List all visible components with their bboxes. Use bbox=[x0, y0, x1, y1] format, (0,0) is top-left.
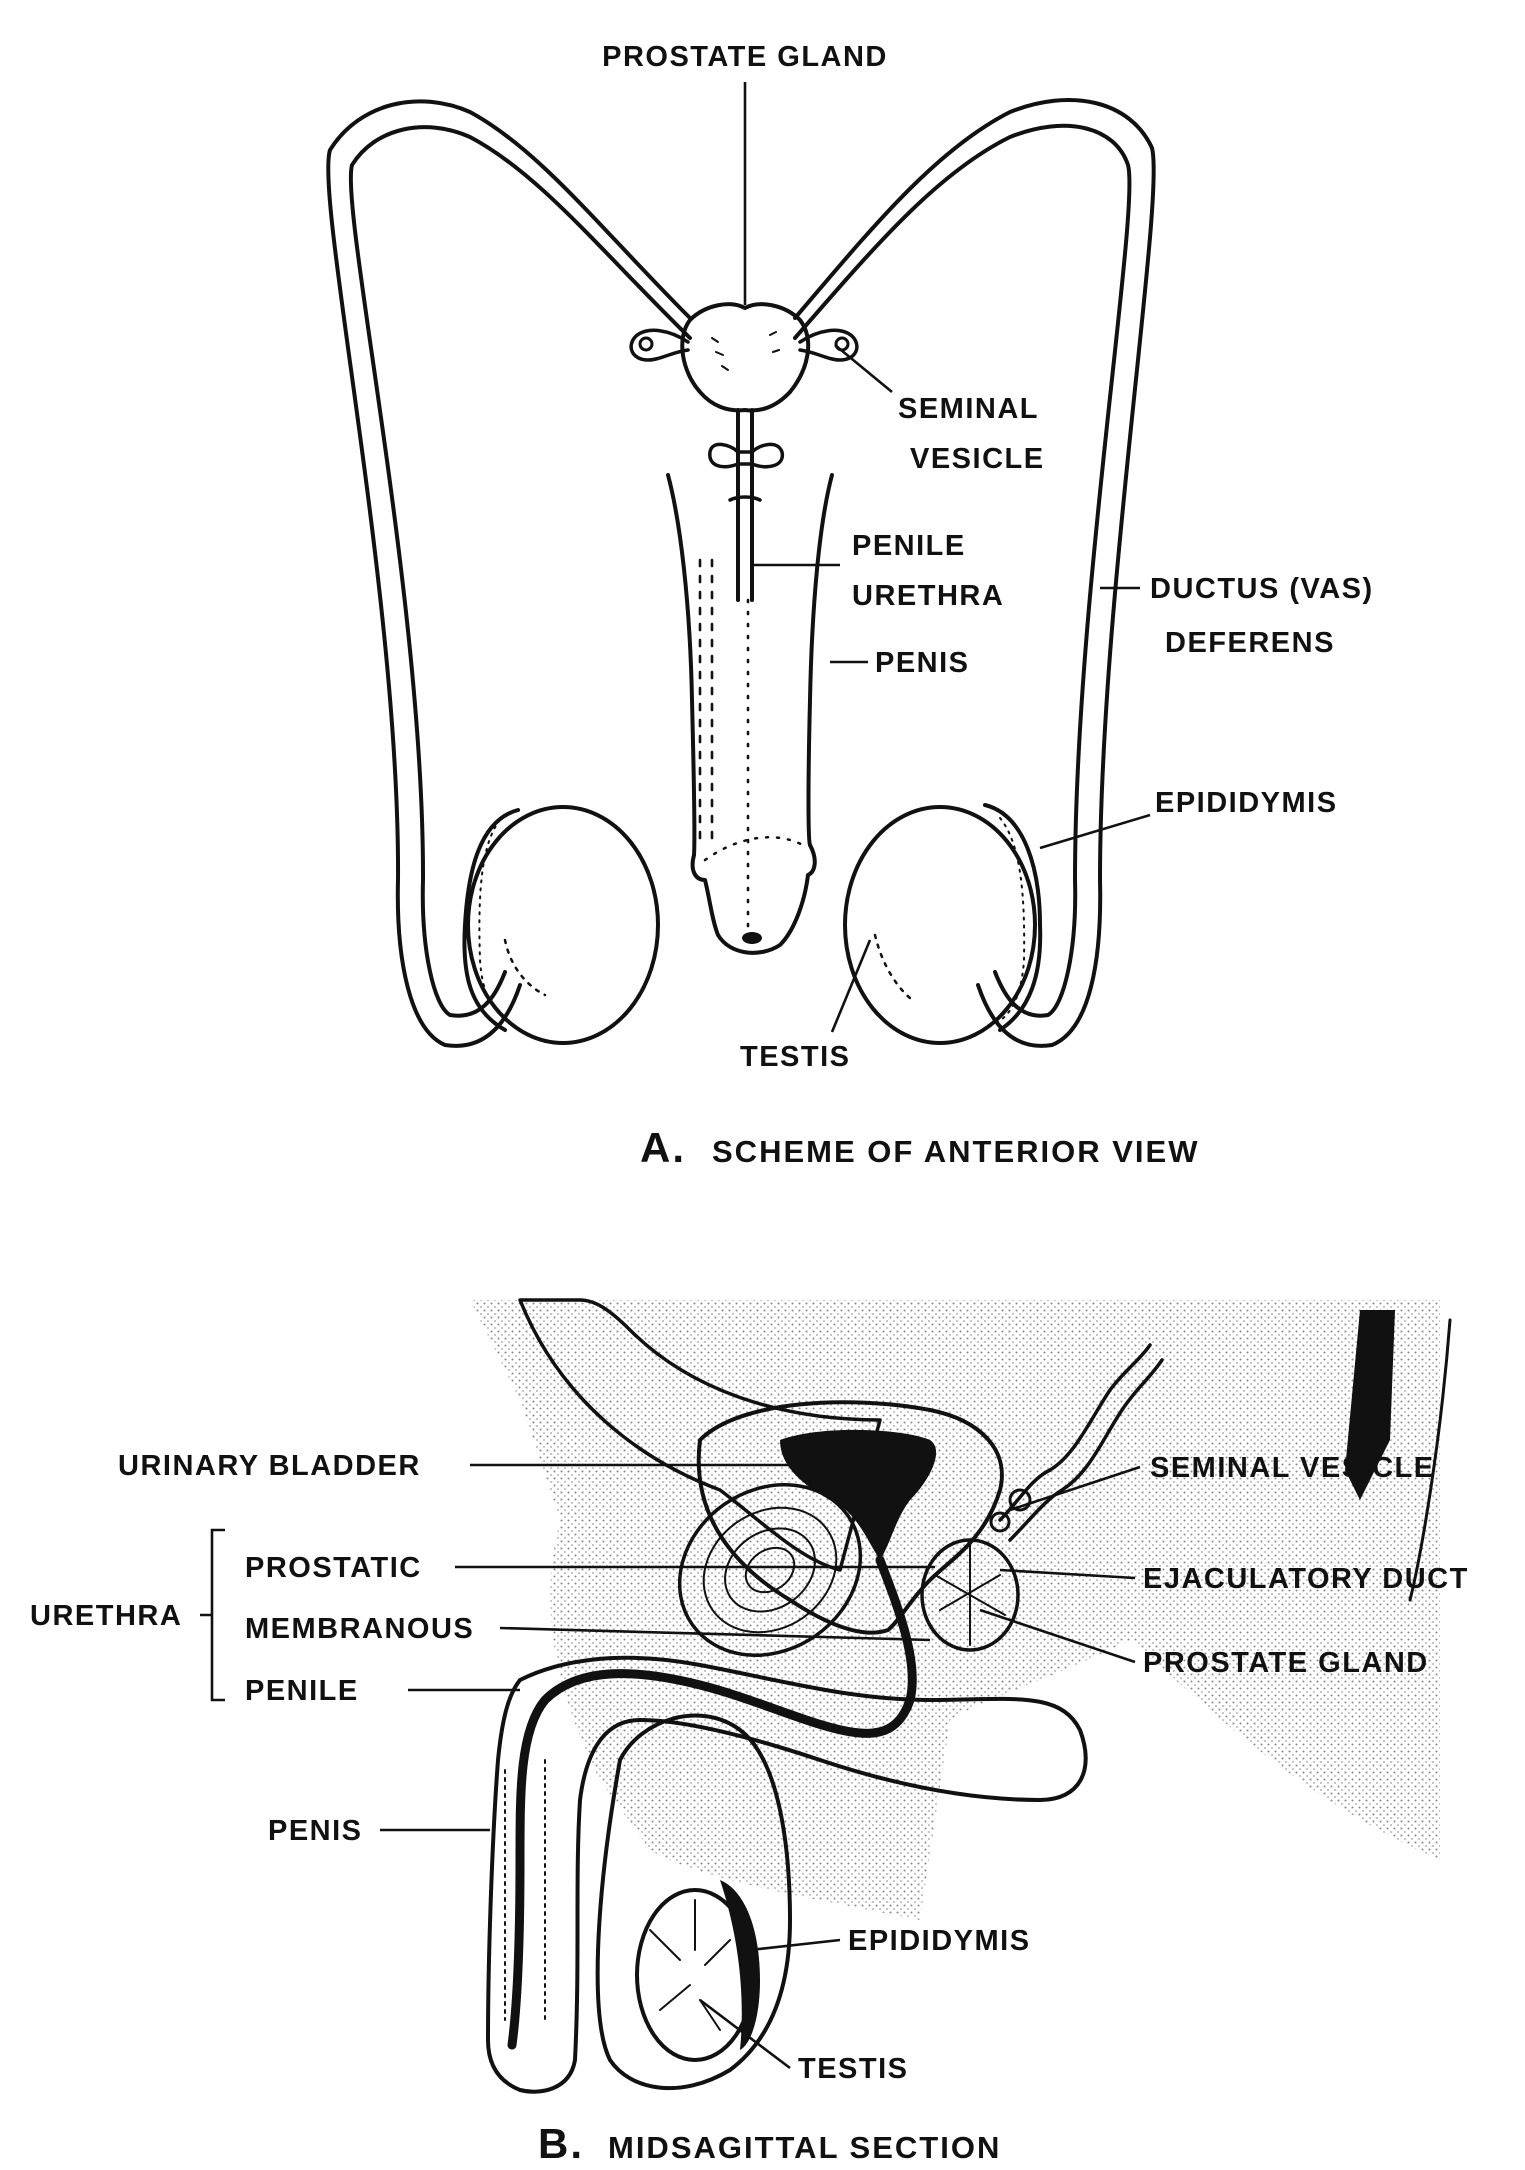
caption-b-text: MIDSAGITTAL SECTION bbox=[608, 2130, 1001, 2165]
label-prostatic: PROSTATIC bbox=[245, 1552, 422, 1584]
urethra-bracket bbox=[200, 1528, 225, 1702]
label-urethra: URETHRA bbox=[30, 1600, 182, 1632]
label-penis-b: PENIS bbox=[268, 1815, 363, 1847]
prostate-gland-b bbox=[920, 1538, 1020, 1652]
label-seminal-vesicle-a-line2: VESICLE bbox=[910, 443, 1045, 475]
label-prostate-gland-b: PROSTATE GLAND bbox=[1143, 1647, 1429, 1679]
seminal-vesicle-b bbox=[989, 1343, 1164, 1542]
penis-shape-a bbox=[666, 473, 834, 955]
panel-a-leader-lines bbox=[743, 82, 1151, 1033]
testis-left-a bbox=[466, 805, 660, 1045]
label-penis-a: PENIS bbox=[875, 647, 970, 679]
label-penile-urethra-a-line2: URETHRA bbox=[852, 580, 1004, 612]
prostate-gland-shape bbox=[680, 302, 811, 413]
label-ejaculatory-duct: EJACULATORY DUCT bbox=[1143, 1563, 1469, 1595]
label-penile: PENILE bbox=[245, 1675, 359, 1707]
rectum-band bbox=[1345, 1310, 1452, 1602]
epididymis-right-a bbox=[983, 803, 1043, 1032]
testis-b bbox=[635, 1880, 760, 2062]
caption-a-text: SCHEME OF ANTERIOR VIEW bbox=[712, 1134, 1199, 1169]
scrotum-b bbox=[595, 1713, 792, 2091]
label-membranous: MEMBRANOUS bbox=[245, 1613, 474, 1645]
panel-b-leader-lines bbox=[380, 1463, 1141, 2070]
prostatic-urethra-a bbox=[708, 408, 784, 602]
label-urinary-bladder: URINARY BLADDER bbox=[118, 1450, 421, 1482]
label-penile-urethra-a-line1: PENILE bbox=[852, 530, 966, 562]
label-testis-a: TESTIS bbox=[740, 1041, 851, 1073]
label-epididymis-b: EPIDIDYMIS bbox=[848, 1925, 1031, 1957]
label-seminal-vesicle-b: SEMINAL VESICLE bbox=[1150, 1452, 1435, 1484]
label-testis-b: TESTIS bbox=[798, 2053, 909, 2085]
pelvis-stipple bbox=[470, 1300, 1440, 1920]
panel-b-midsagittal-section: URINARY BLADDER URETHRA PROSTATIC MEMBRA… bbox=[30, 1298, 1469, 2167]
epididymis-left-a bbox=[462, 808, 520, 1032]
penis-shape-b bbox=[486, 1655, 1088, 2094]
label-ductus-deferens-line1: DUCTUS (VAS) bbox=[1150, 573, 1374, 605]
caption-a-letter: A. bbox=[640, 1124, 686, 1171]
label-seminal-vesicle-a-line1: SEMINAL bbox=[898, 393, 1039, 425]
label-ductus-deferens-line2: DEFERENS bbox=[1165, 627, 1335, 659]
panel-a-anterior-view: PROSTATE GLAND SEMINAL VESICLE PENILE UR… bbox=[326, 41, 1374, 1171]
left-ductus-deferens bbox=[326, 99, 692, 1048]
label-epididymis-a: EPIDIDYMIS bbox=[1155, 787, 1338, 819]
label-prostate-gland-a: PROSTATE GLAND bbox=[602, 41, 888, 73]
testis-right-a bbox=[843, 805, 1037, 1045]
right-ductus-deferens bbox=[793, 98, 1156, 1048]
seminal-vesicle-left bbox=[629, 328, 690, 362]
caption-b-letter: B. bbox=[538, 2120, 584, 2167]
